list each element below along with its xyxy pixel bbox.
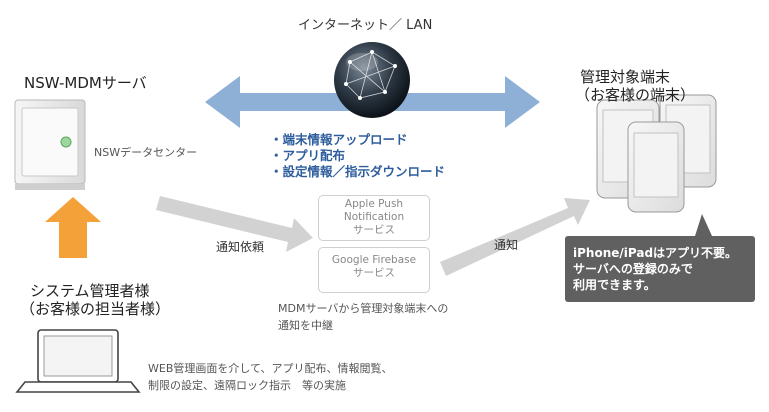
apple-push-service-box: Apple Push Notification サービス: [318, 195, 430, 241]
feature-item: ・設定情報／指示ダウンロード: [270, 164, 446, 179]
network-label: インターネット／ LAN: [298, 18, 433, 33]
feature-item: ・端末情報アップロード: [270, 132, 408, 147]
relay-request-arrow: [156, 196, 313, 252]
smartphones-icon: [596, 94, 717, 213]
admin-description-line: WEB管理画面を介して、アプリ配布、情報閲覧、: [148, 362, 393, 375]
callout-pointer: [695, 214, 712, 236]
devices-title: 管理対象端末: [580, 68, 671, 86]
server-icon: [14, 99, 86, 190]
relay-note-line: 通知を中継: [278, 319, 333, 332]
google-service-line: Google Firebase: [331, 254, 417, 266]
apple-service-line: サービス: [353, 224, 395, 236]
admin-description-line: 制限の設定、遠隔ロック指示 等の実施: [148, 379, 346, 392]
admin-subtitle: （お客様の担当者様）: [20, 300, 171, 318]
callout-line: iPhone/iPadはアプリ不要。: [573, 246, 738, 260]
google-firebase-service-box: Google Firebase サービス: [318, 247, 430, 293]
apple-service-line: Notification: [343, 211, 405, 223]
relay-note-line: MDMサーバから管理対象端末への: [278, 302, 449, 315]
datacenter-label: NSWデータセンター: [94, 146, 198, 159]
callout-line: 利用できます。: [573, 278, 656, 292]
apple-service-line: Apple Push: [344, 198, 404, 210]
callout-line: サーバへの登録のみで: [573, 262, 693, 276]
laptop-icon: [15, 329, 141, 393]
relay-note: MDMサーバから管理対象端末への 通知を中継: [278, 300, 448, 334]
admin-to-server-arrow: [45, 197, 101, 258]
notify-arrow: [440, 198, 590, 276]
admin-description: WEB管理画面を介して、アプリ配布、情報閲覧、 制限の設定、遠隔ロック指示 等の…: [148, 360, 393, 394]
globe-icon: [334, 42, 410, 118]
admin-title: システム管理者様: [30, 282, 150, 300]
feature-list: ・端末情報アップロード ・アプリ配布 ・設定情報／指示ダウンロード: [270, 132, 445, 180]
relay-request-label: 通知依頼: [216, 240, 265, 254]
feature-item: ・アプリ配布: [270, 148, 346, 163]
devices-subtitle: （お客様の端末）: [575, 86, 696, 104]
notify-label: 通知: [494, 238, 519, 252]
callout-box: iPhone/iPadはアプリ不要。 サーバへの登録のみで 利用できます。: [565, 236, 755, 302]
server-title: NSW-MDMサーバ: [24, 74, 147, 92]
google-service-line: サービス: [353, 267, 395, 279]
